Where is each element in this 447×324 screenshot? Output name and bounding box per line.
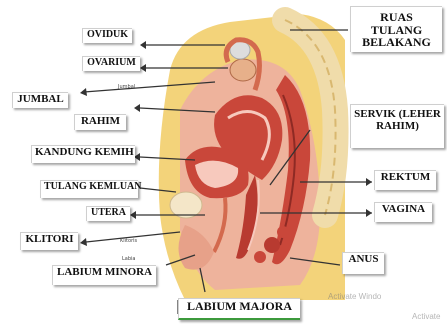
faint-label-jumbal: Jumbal [118, 84, 135, 90]
label-ovarium: OVARIUM [82, 56, 140, 71]
anus-shape [264, 237, 280, 253]
label-oviduk: OVIDUK [82, 28, 132, 43]
label-utera: UTERA [86, 206, 130, 221]
label-kandung-kemih: KANDUNG KEMIH [31, 145, 135, 163]
label-labium-majora: LABIUM MAJORA [178, 298, 300, 320]
faint-label-klitoris: Klitoris [120, 238, 137, 244]
label-servik: SERVIK (LEHER RAHIM) [350, 104, 444, 148]
label-rahim: RAHIM [74, 114, 126, 130]
label-jumbal: JUMBAL [12, 92, 68, 108]
label-rektum: REKTUM [374, 170, 436, 190]
ovary-shape [230, 59, 256, 81]
watermark-text: Activate Windo [328, 292, 381, 301]
label-anus: ANUS [342, 252, 384, 274]
pubic-bone-shape [170, 192, 202, 218]
watermark-text-2: Activate [412, 312, 440, 321]
label-labium-minora: LABIUM MINORA [52, 265, 156, 285]
label-klitori: KLITORI [20, 232, 78, 250]
label-tulang-kemluan: TULANG KEMLUAN [40, 180, 138, 198]
label-ruas-tulang-belakang: RUAS TULANG BELAKANG [350, 6, 442, 52]
label-vagina: VAGINA [374, 202, 432, 222]
faint-label-labia: Labia [122, 256, 135, 262]
